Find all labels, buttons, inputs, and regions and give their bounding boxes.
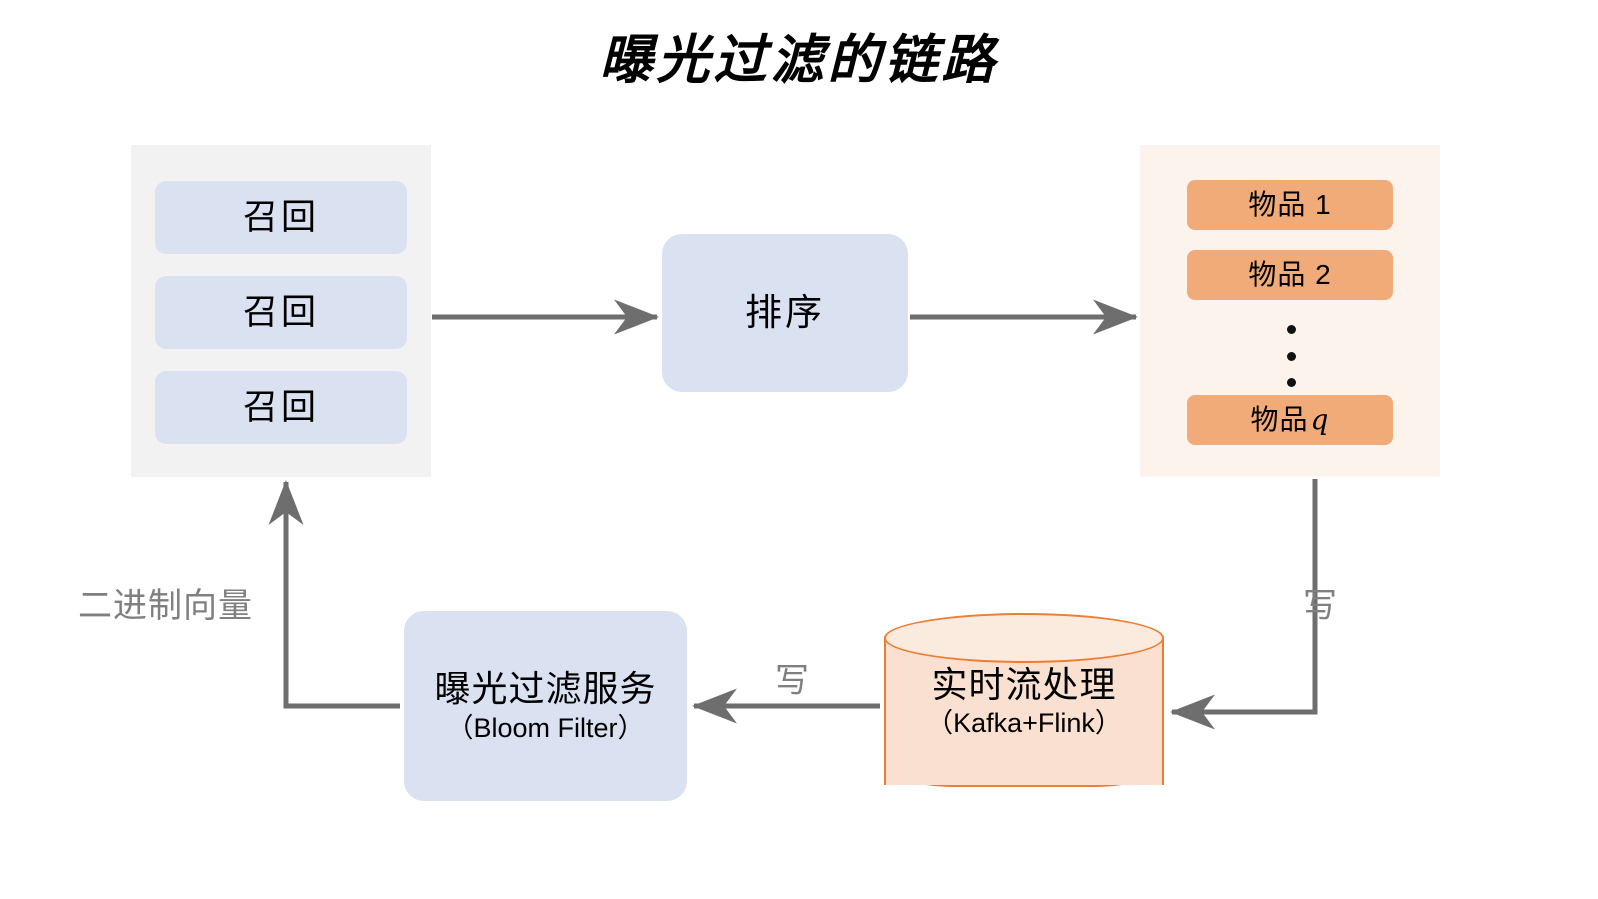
arrow-bloom-to-recall (268, 480, 400, 709)
item-box-2-label: 物品 2 (1248, 259, 1332, 291)
page-title: 曝光过滤的链路 (599, 29, 999, 91)
ellipsis-dot (1286, 325, 1296, 334)
item-box-q-label: 物品q (1251, 404, 1330, 435)
edge-label-write-right: 写 (1303, 587, 1337, 625)
cylinder-top-ellipse (884, 613, 1164, 663)
recall-box-1-label: 召回 (242, 197, 319, 237)
ellipsis-dot (1286, 351, 1296, 361)
stream-processing-label: 实时流处理 （Kafka+Flink） (884, 665, 1164, 738)
recall-box-3[interactable]: 召回 (155, 371, 407, 444)
rank-box[interactable]: 排序 (662, 234, 908, 392)
stream-processing-cylinder[interactable]: 实时流处理 （Kafka+Flink） (884, 613, 1164, 803)
ellipsis-dot (1286, 378, 1296, 387)
bloom-filter-service-box[interactable]: 曝光过滤服务 （Bloom Filter） (404, 611, 687, 801)
bloom-service-subtitle: （Bloom Filter） (446, 713, 645, 744)
bloom-service-title: 曝光过滤服务 (434, 667, 657, 709)
item-box-q-variable: q (1310, 403, 1330, 437)
recall-box-3-label: 召回 (242, 387, 319, 427)
item-box-q-prefix: 物品 (1250, 404, 1309, 436)
rank-box-label: 排序 (745, 292, 825, 334)
recall-box-2[interactable]: 召回 (155, 276, 407, 349)
item-box-q[interactable]: 物品q (1187, 395, 1393, 445)
item-box-1-label: 物品 1 (1248, 189, 1332, 221)
item-box-2[interactable]: 物品 2 (1187, 250, 1393, 300)
stream-processing-title: 实时流处理 (931, 664, 1117, 705)
vertical-ellipsis-icon (1280, 325, 1302, 387)
edge-label-write-middle: 写 (775, 662, 809, 700)
item-box-1[interactable]: 物品 1 (1187, 180, 1393, 230)
stream-processing-subtitle: （Kafka+Flink） (926, 707, 1122, 738)
edge-label-binary-vector: 二进制向量 (78, 587, 253, 625)
arrow-items-to-stream (1170, 479, 1318, 730)
recall-box-2-label: 召回 (242, 292, 319, 332)
recall-box-1[interactable]: 召回 (155, 181, 407, 254)
